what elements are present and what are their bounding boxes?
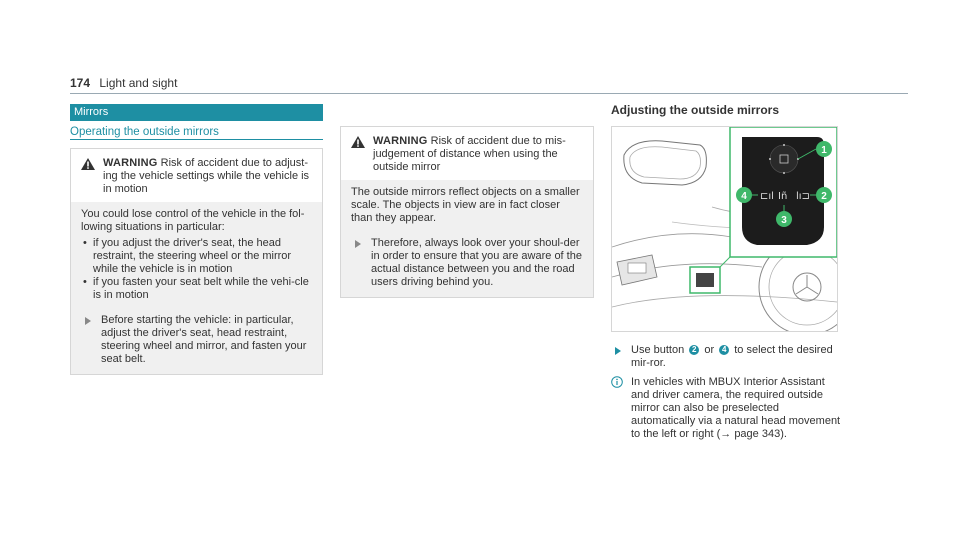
svg-text:Iñ: Iñ: [778, 191, 787, 202]
step-prefix: Use button: [631, 344, 685, 356]
warning-box-mirror-distance: WARNING Risk of accident due to mis-judg…: [340, 126, 594, 298]
adjusting-title: Adjusting the outside mirrors: [611, 103, 780, 117]
svg-text:2: 2: [821, 191, 827, 202]
list-item: if you adjust the driver's seat, the hea…: [81, 237, 312, 276]
warning-headline: Risk of accident due to mis-judgement of…: [373, 135, 566, 173]
list-item: if you fasten your seat belt while the v…: [81, 276, 312, 302]
callout-badge-4: 4: [736, 187, 758, 203]
warning-label: WARNING: [373, 135, 428, 147]
warning-label: WARNING: [103, 157, 158, 169]
svg-text:⊏ıl: ⊏ıl: [760, 191, 774, 202]
page-number: 174: [70, 76, 91, 90]
step-or: or: [704, 344, 715, 356]
svg-text:3: 3: [781, 215, 787, 226]
mirror-controls-figure: ⊏ıl Iñ lı⊐ 1 2 3 4: [611, 126, 856, 336]
callout-badge-3: 3: [776, 205, 792, 227]
adjusting-instructions: Use button 2 or 4 to select the desired …: [611, 344, 841, 441]
step-arrow-icon: [615, 347, 621, 355]
warning-header: WARNING Risk of accident due to adjust-i…: [71, 149, 322, 202]
button-4-badge: 4: [719, 345, 730, 356]
warning-body: You could lose control of the vehicle in…: [71, 202, 322, 374]
svg-text:lı⊐: lı⊐: [796, 191, 810, 202]
page-header: 174 Light and sight: [70, 76, 177, 90]
warning-header: WARNING Risk of accident due to mis-judg…: [341, 127, 593, 180]
door-panel-illustration: ⊏ıl Iñ lı⊐ 1 2 3 4: [611, 126, 856, 336]
step-arrow-icon: [355, 240, 361, 248]
warning-body: The outside mirrors reflect objects on a…: [341, 180, 593, 297]
info-icon: [611, 376, 623, 388]
warning-step-text: Therefore, always look over your shoul-d…: [371, 237, 582, 288]
warning-bullet-list: if you adjust the driver's seat, the hea…: [81, 237, 312, 302]
warning-triangle-icon: [351, 136, 365, 148]
subtitle-divider: [70, 139, 323, 140]
warning-step: Before starting the vehicle: in particul…: [81, 314, 312, 366]
warning-headline: Risk of accident due to adjust-ing the v…: [103, 157, 310, 195]
section-subtitle: Operating the outside mirrors: [70, 126, 219, 138]
step-suffix: to select the desired mir-ror.: [631, 344, 833, 369]
adjusting-step: Use button 2 or 4 to select the desired …: [611, 344, 841, 370]
header-divider: [70, 93, 908, 94]
warning-step: Therefore, always look over your shoul-d…: [351, 237, 583, 289]
warning-body-text: The outside mirrors reflect objects on a…: [351, 186, 580, 224]
button-2-badge: 2: [689, 345, 700, 356]
warning-step-text: Before starting the vehicle: in particul…: [101, 314, 307, 365]
section-title: Mirrors: [70, 104, 323, 121]
warning-text: WARNING Risk of accident due to adjust-i…: [103, 157, 312, 196]
svg-text:1: 1: [821, 145, 827, 156]
info-note: In vehicles with MBUX Interior Assistant…: [611, 376, 841, 441]
chapter-title: Light and sight: [99, 76, 178, 90]
step-arrow-icon: [85, 317, 91, 325]
callout-badge-2: 2: [810, 187, 832, 203]
adjusting-step-text: Use button 2 or 4 to select the desired …: [631, 344, 841, 370]
warning-box-seat-adjust: WARNING Risk of accident due to adjust-i…: [70, 148, 323, 375]
warning-text: WARNING Risk of accident due to mis-judg…: [373, 135, 583, 174]
svg-text:4: 4: [741, 191, 747, 202]
warning-body-text: You could lose control of the vehicle in…: [81, 208, 305, 233]
info-text: In vehicles with MBUX Interior Assistant…: [631, 376, 841, 440]
callout-badge-1: 1: [797, 141, 832, 160]
warning-triangle-icon: [81, 158, 95, 170]
